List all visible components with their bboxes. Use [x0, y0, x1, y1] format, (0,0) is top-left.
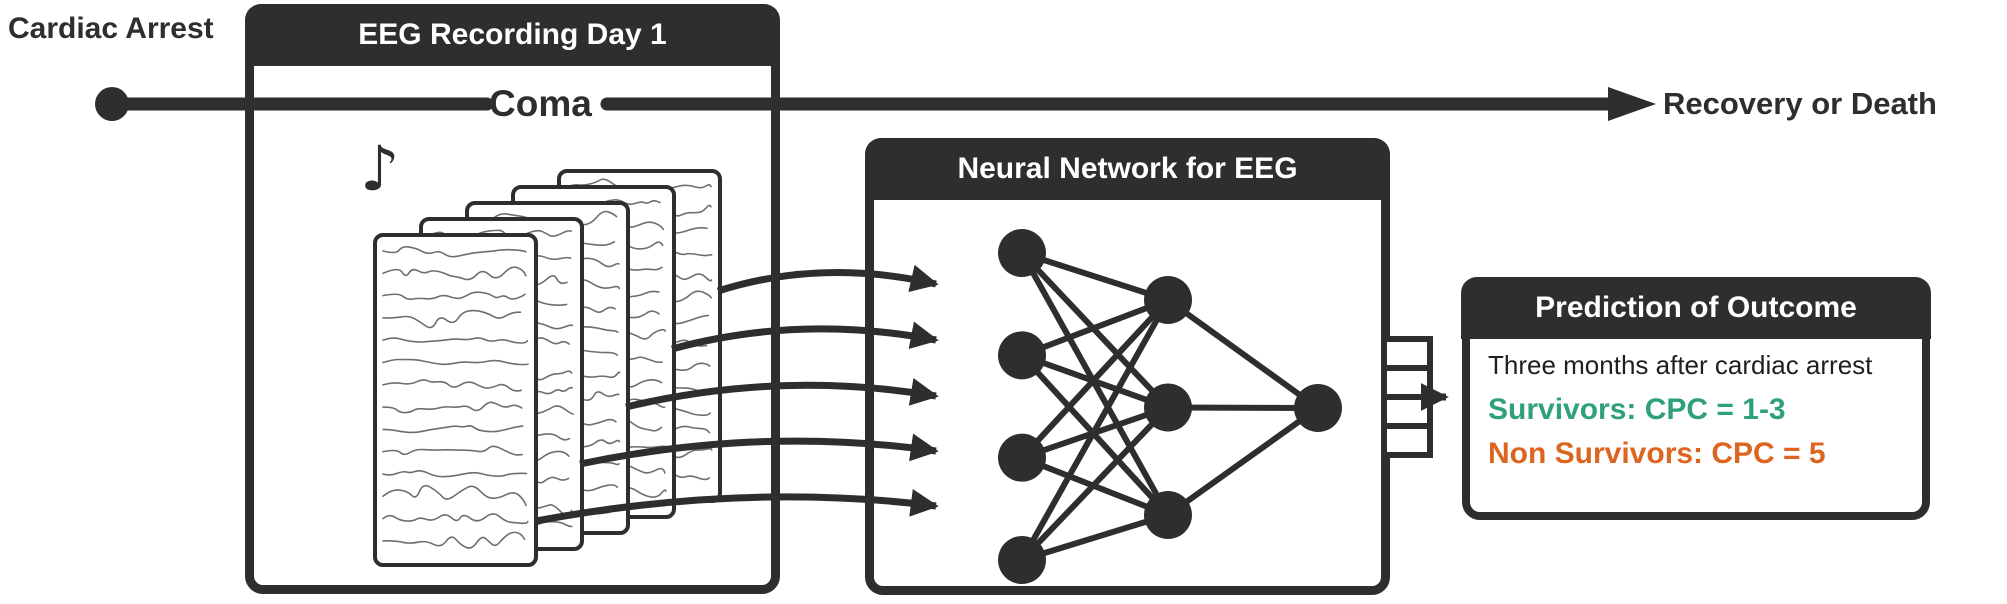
eeg-box-title: EEG Recording Day 1 [358, 18, 667, 51]
coma-label: Coma [489, 83, 592, 124]
eeg-card [373, 233, 538, 567]
recovery-or-death-label: Recovery or Death [1663, 86, 1937, 121]
music-note-icon: ♪ [360, 132, 400, 205]
prediction-box-title: Prediction of Outcome [1535, 291, 1857, 324]
survivors-label: Survivors: CPC = 1-3 [1488, 393, 1786, 426]
cardiac-arrest-label: Cardiac Arrest [8, 12, 214, 45]
three-months-label: Three months after cardiac arrest [1488, 350, 1873, 380]
prediction-box: Prediction of Outcome Three months after… [1461, 277, 1931, 520]
nn-box-title: Neural Network for EEG [957, 152, 1298, 185]
eeg-box-header: EEG Recording Day 1 [245, 4, 780, 66]
non-survivors-label: Non Survivors: CPC = 5 [1488, 437, 1826, 470]
nn-box-header: Neural Network for EEG [865, 138, 1390, 200]
prediction-box-header: Prediction of Outcome [1461, 277, 1931, 339]
prediction-box-body: Three months after cardiac arrest Surviv… [1488, 350, 1914, 471]
